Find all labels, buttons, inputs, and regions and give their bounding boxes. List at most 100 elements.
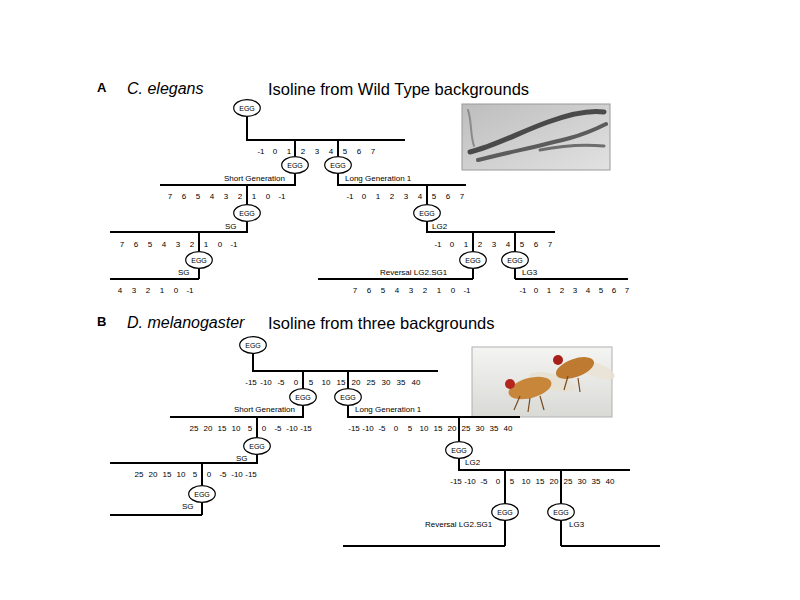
species-name: D. melanogaster	[127, 315, 244, 331]
tick-number: 1	[160, 287, 164, 295]
egg-oval	[189, 486, 216, 503]
tick-number: 2	[390, 193, 394, 201]
tick-number: 20	[204, 425, 213, 433]
tick-number: 3	[492, 241, 496, 249]
tick-number: 6	[182, 193, 186, 201]
tick-number: 1	[376, 193, 380, 201]
tick-number: 4	[506, 241, 510, 249]
tick-number: 7	[371, 148, 375, 156]
tick-number: 1	[547, 287, 551, 295]
tick-number: -10	[464, 478, 476, 486]
tick-number: 35	[592, 478, 601, 486]
tick-number: 5	[599, 287, 603, 295]
tick-number: 5	[196, 193, 200, 201]
generation-label: SG	[225, 223, 237, 231]
tick-number: 4	[418, 193, 422, 201]
egg-text: EGG	[185, 251, 213, 269]
tick-number: 4	[118, 287, 122, 295]
tick-number: 7	[548, 241, 552, 249]
generation-label: LG3	[569, 521, 584, 529]
tick-number: 5	[381, 287, 385, 295]
tick-number: 30	[476, 425, 485, 433]
tick-number: 0	[450, 241, 454, 249]
tick-number: 10	[177, 471, 186, 479]
fly-eye	[553, 355, 563, 365]
generation-label: Short Generation	[234, 406, 295, 414]
tick-number: 4	[210, 193, 214, 201]
tick-number: 2	[301, 148, 305, 156]
generation-label: LG3	[522, 269, 537, 277]
egg-oval	[234, 205, 261, 222]
lineage-connector	[202, 455, 257, 485]
generation-label: Long Generation 1	[345, 175, 411, 183]
tick-number: 6	[612, 287, 616, 295]
tick-number: 10	[522, 478, 531, 486]
egg-node: EGGSG	[243, 437, 271, 455]
egg-text: EGG	[239, 336, 267, 354]
egg-text: EGG	[459, 251, 487, 269]
tick-number: 6	[134, 241, 138, 249]
tick-number: 0	[451, 287, 455, 295]
tick-number: 1	[204, 241, 208, 249]
egg-oval	[325, 157, 352, 174]
tick-number: 25	[564, 478, 573, 486]
generation-label: Reversal LG2.SG1	[425, 521, 492, 529]
species-name: C. elegans	[127, 81, 204, 97]
egg-node: EGGLong Generation 1	[334, 388, 362, 406]
egg-oval	[244, 438, 271, 455]
egg-oval	[335, 389, 362, 406]
lineage-connector	[338, 174, 427, 204]
timelines-b	[110, 371, 660, 546]
generation-label: SG	[178, 269, 190, 277]
panel-letter: A	[97, 81, 106, 94]
tick-number: 5	[309, 379, 313, 387]
tick-number: 3	[404, 193, 408, 201]
generation-label: SG	[236, 455, 248, 463]
tick-number: 6	[534, 241, 538, 249]
egg-oval	[446, 442, 473, 459]
egg-node: EGGLG3	[501, 251, 529, 269]
timeline-stub	[514, 269, 516, 279]
tick-number: 25	[190, 425, 199, 433]
tick-number: 0	[534, 287, 538, 295]
lineage-connector	[427, 222, 515, 251]
egg-text: EGG	[501, 251, 529, 269]
egg-node: EGGSG	[233, 204, 261, 222]
tick-number: 3	[315, 148, 319, 156]
egg-text: EGG	[413, 204, 441, 222]
tick-number: 0	[294, 379, 298, 387]
tick-number: 7	[120, 241, 124, 249]
photo-frame	[462, 104, 610, 170]
fly-photo	[472, 347, 617, 417]
egg-text: EGG	[233, 99, 261, 117]
tick-number: 2	[190, 241, 194, 249]
egg-text: EGG	[547, 503, 575, 521]
tick-number: 0	[207, 471, 211, 479]
egg-oval	[186, 252, 213, 269]
tick-number: -10	[231, 471, 243, 479]
tick-number: 5	[432, 193, 436, 201]
tick-number: 0	[394, 425, 398, 433]
timeline	[561, 545, 660, 547]
egg-node: EGGSG	[188, 485, 216, 503]
egg-text: EGG	[243, 437, 271, 455]
tick-number: 7	[625, 287, 629, 295]
tick-number: 2	[146, 287, 150, 295]
tick-number: -1	[278, 193, 285, 201]
tick-number: 3	[132, 287, 136, 295]
tick-number: -5	[480, 478, 487, 486]
egg-node: EGGLG2	[445, 441, 473, 459]
egg-text: EGG	[334, 388, 362, 406]
tick-number: 2	[423, 287, 427, 295]
tick-number: -1	[434, 241, 441, 249]
egg-text: EGG	[324, 156, 352, 174]
tick-number: 5	[343, 148, 347, 156]
generation-label: Reversal LG2.SG1	[380, 269, 447, 277]
tick-number: 2	[238, 193, 242, 201]
tick-number: 6	[357, 148, 361, 156]
tick-number: 25	[367, 379, 376, 387]
timeline-stub	[472, 269, 474, 279]
tick-number: 10	[322, 379, 331, 387]
tick-number: -15	[348, 425, 360, 433]
egg-node: EGGLG3	[547, 503, 575, 521]
